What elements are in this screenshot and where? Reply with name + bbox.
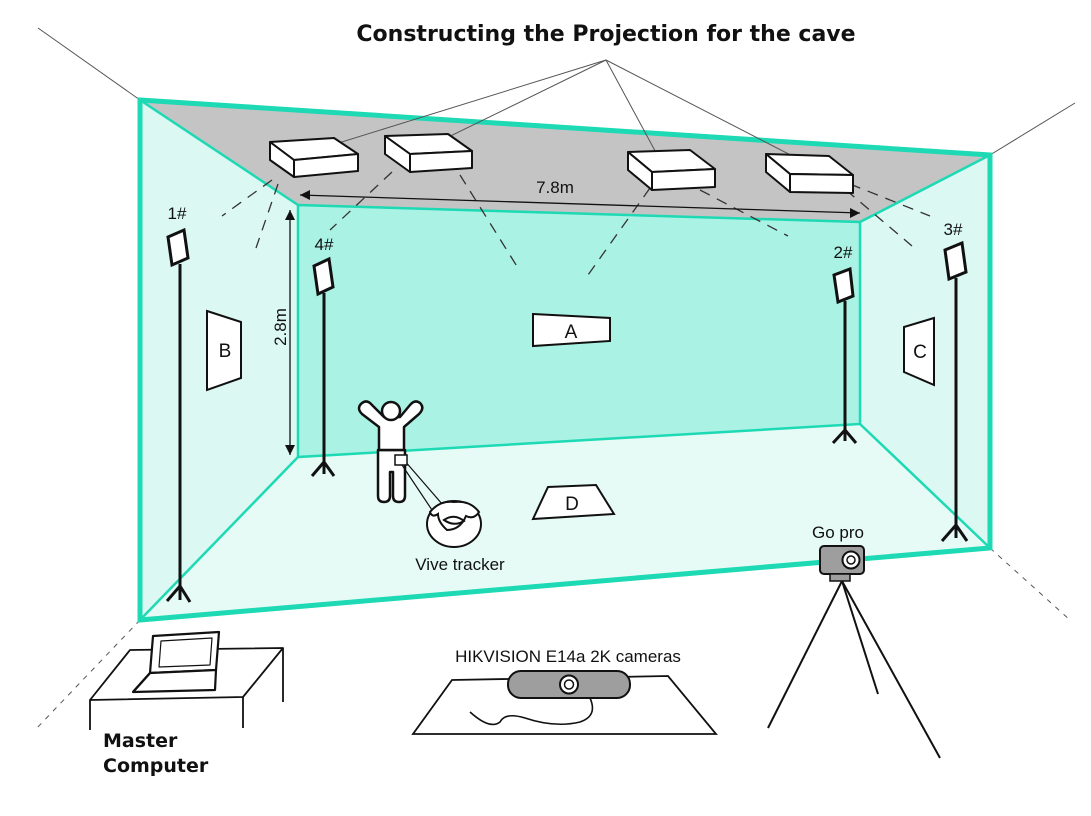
ceiling-projector-4 <box>765 153 854 194</box>
gopro-tripod <box>767 580 941 759</box>
panel-A: A <box>532 312 611 348</box>
vive-tracker-icon <box>426 500 482 548</box>
ceiling <box>140 100 990 222</box>
title-leader-lines <box>315 59 811 166</box>
panel-D: D <box>531 483 616 521</box>
room-edges <box>137 97 993 623</box>
stand-projector-2-label: 2# <box>834 243 853 262</box>
diagram-title: Constructing the Projection for the cave <box>356 22 855 47</box>
stand-projector-3 <box>940 240 969 542</box>
computer-label-line1: Master <box>103 730 178 752</box>
stand-projector-1 <box>165 227 192 603</box>
room-guide-top-left <box>37 27 141 101</box>
width-dimension-label: 7.8m <box>536 178 574 197</box>
floor <box>140 424 990 620</box>
ceiling-projector-2 <box>384 133 473 173</box>
laptop-icon <box>131 630 221 694</box>
stand-projector-1-label: 1# <box>168 204 187 223</box>
stand-projector-4 <box>310 256 336 477</box>
width-dimension <box>299 190 861 218</box>
computer-label-line2: Computer <box>103 755 209 777</box>
room-guide-bottom-right <box>989 547 1071 621</box>
gopro-label: Go pro <box>812 523 864 542</box>
height-dimension-label: 2.8m <box>271 308 290 346</box>
stand-projector-2 <box>831 266 858 445</box>
ceiling-projector-1 <box>269 137 359 178</box>
gopro-camera-icon <box>819 545 865 582</box>
height-dimension <box>285 210 295 455</box>
hikvision-camera-icon <box>507 670 631 699</box>
ceiling-projector-3 <box>627 149 716 191</box>
panel-D-label: D <box>565 494 579 515</box>
panel-C-label: C <box>913 342 927 363</box>
cameras-label: HIKVISION E14a 2K cameras <box>455 647 681 666</box>
projection-beams <box>221 171 931 276</box>
panel-B: B <box>206 309 242 392</box>
stand-projector-3-label: 3# <box>944 220 963 239</box>
panel-C: C <box>903 316 935 387</box>
vive-tracker-label: Vive tracker <box>415 555 505 574</box>
room-guide-top-right <box>989 102 1076 156</box>
panel-A-label: A <box>565 322 578 343</box>
stand-projector-4-label: 4# <box>315 235 334 254</box>
panel-B-label: B <box>219 341 232 362</box>
room-guide-bottom-left <box>34 619 141 731</box>
